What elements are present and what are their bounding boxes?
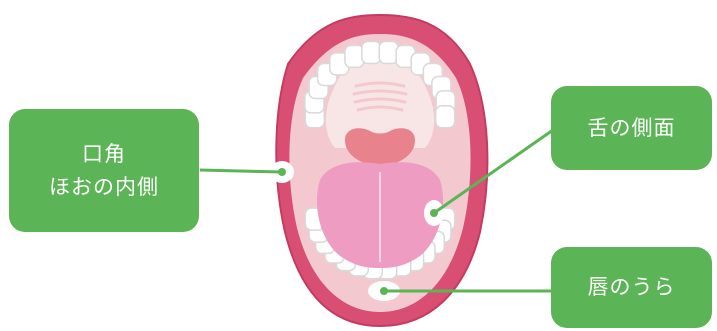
- connector-dot: [380, 287, 388, 295]
- callout-corner-cheek-line1: 口角: [82, 138, 126, 171]
- callout-tongue-side: 舌の側面: [551, 86, 712, 170]
- tooth: [362, 42, 381, 64]
- callout-tongue-side-label: 舌の側面: [588, 112, 676, 145]
- callout-lip-inside: 唇のうら: [551, 247, 712, 328]
- callout-lip-inside-label: 唇のうら: [588, 271, 676, 304]
- connector-corner-cheek: [200, 170, 282, 172]
- callout-corner-cheek: 口角 ほおの内側: [9, 109, 199, 232]
- tooth: [436, 106, 455, 128]
- connector-dot: [278, 168, 286, 176]
- connector-dot: [430, 209, 438, 217]
- callout-corner-cheek-line2: ほおの内側: [49, 171, 159, 204]
